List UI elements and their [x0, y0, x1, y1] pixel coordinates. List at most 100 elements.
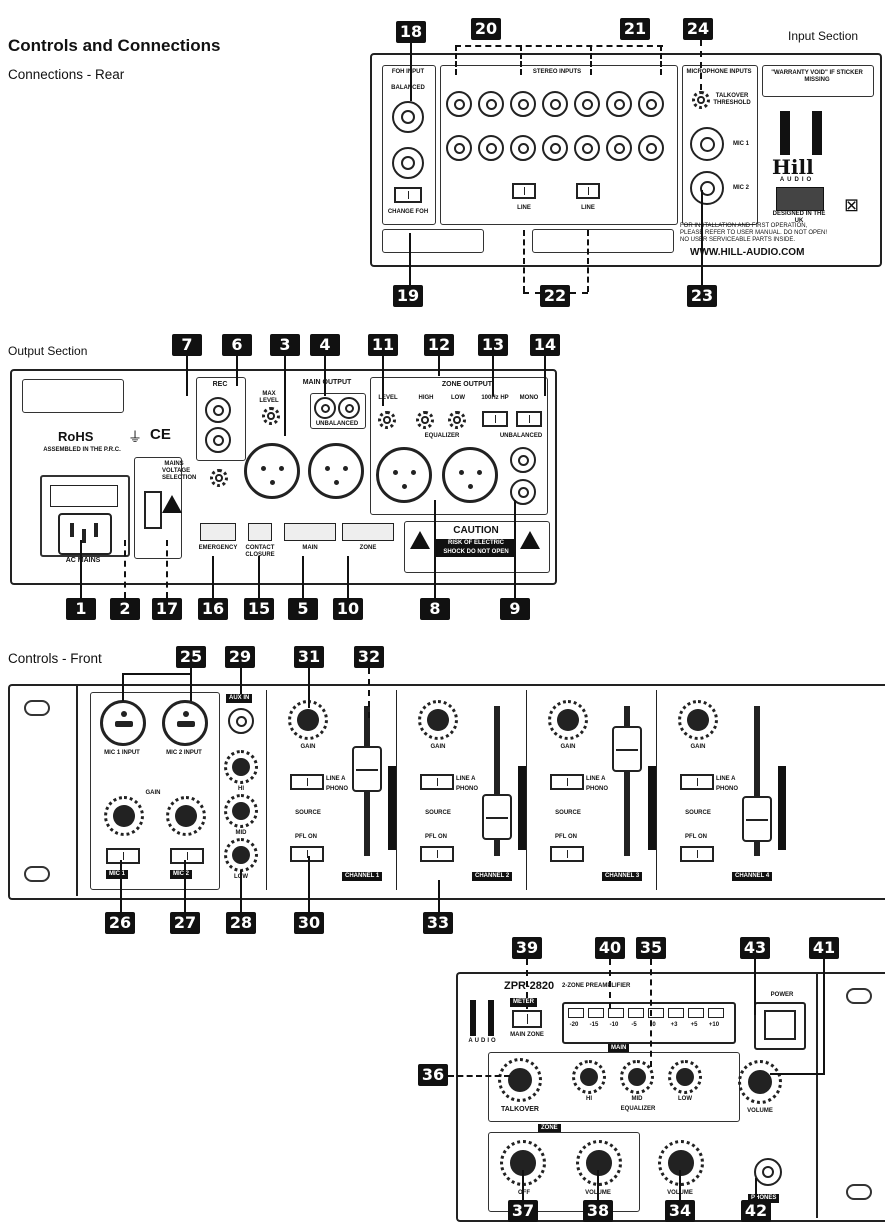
- stereo-rca-jack[interactable]: [510, 91, 536, 117]
- mic1-switch[interactable]: [106, 848, 140, 864]
- channel-pfl-switch[interactable]: [290, 846, 324, 862]
- main-volume-knob[interactable]: [738, 1060, 782, 1104]
- mic1-gain-knob[interactable]: [104, 796, 144, 836]
- channel-fader[interactable]: [742, 796, 772, 842]
- zone-off-label: OFF: [496, 1190, 552, 1197]
- zone-high-knob[interactable]: [416, 411, 434, 429]
- channel-gain-knob[interactable]: [548, 700, 588, 740]
- stereo-rca-jack[interactable]: [446, 135, 472, 161]
- eq-mid-knob[interactable]: [224, 794, 258, 828]
- foh-jack-2[interactable]: [392, 147, 424, 179]
- main-rca-right[interactable]: [338, 397, 360, 419]
- main-eq-low-knob[interactable]: [668, 1060, 702, 1094]
- main-xlr-left[interactable]: [244, 443, 300, 499]
- channel-fader[interactable]: [612, 726, 642, 772]
- main-xlr-right[interactable]: [308, 443, 364, 499]
- contact-terminal[interactable]: [248, 523, 272, 541]
- zone-volume-knob[interactable]: [576, 1140, 622, 1186]
- leader-35: [650, 959, 652, 1067]
- stereo-rca-jack[interactable]: [542, 135, 568, 161]
- stereo-rca-jack[interactable]: [606, 91, 632, 117]
- channel-source-switch[interactable]: [550, 774, 584, 790]
- mono-switch[interactable]: [516, 411, 542, 427]
- channel-source-switch[interactable]: [290, 774, 324, 790]
- stereo-rca-jack[interactable]: [638, 135, 664, 161]
- meter-scale-label: +5: [684, 1022, 704, 1029]
- voltage-switch[interactable]: [144, 491, 162, 529]
- channel-gain-knob[interactable]: [418, 700, 458, 740]
- talkover-knob[interactable]: [498, 1058, 542, 1102]
- stereo-rca-jack[interactable]: [638, 91, 664, 117]
- eq-low-knob[interactable]: [224, 838, 258, 872]
- leader-3: [284, 356, 286, 436]
- channel-source-switch[interactable]: [420, 774, 454, 790]
- max-level-knob[interactable]: [262, 407, 280, 425]
- leader-6: [236, 356, 238, 386]
- zone-xlr-right[interactable]: [442, 447, 498, 503]
- emergency-terminal[interactable]: [200, 523, 236, 541]
- stereo-rca-jack[interactable]: [478, 135, 504, 161]
- eq-mid-label: MID: [224, 830, 258, 837]
- aux-in-jack[interactable]: [228, 708, 254, 734]
- callout-6: 6: [222, 334, 252, 356]
- stereo-rca-jack[interactable]: [510, 135, 536, 161]
- callout-37: 37: [508, 1200, 538, 1222]
- zone-level-knob[interactable]: [378, 411, 396, 429]
- rec-jack-2[interactable]: [205, 427, 231, 453]
- talkover-threshold-knob[interactable]: [692, 91, 710, 109]
- stereo-rca-jack[interactable]: [574, 91, 600, 117]
- eq-hi-knob[interactable]: [224, 750, 258, 784]
- stereo-rca-jack[interactable]: [606, 135, 632, 161]
- rec-jack-1[interactable]: [205, 397, 231, 423]
- mic2-gain-knob[interactable]: [166, 796, 206, 836]
- stereo-inputs-label: STEREO INPUTS: [522, 69, 592, 76]
- channel-pfl-switch[interactable]: [420, 846, 454, 862]
- mic1-input-jack[interactable]: [690, 127, 724, 161]
- channel-gain-knob[interactable]: [678, 700, 718, 740]
- leader-33: [438, 880, 440, 912]
- channel-fader[interactable]: [482, 794, 512, 840]
- pfl-volume-knob[interactable]: [658, 1140, 704, 1186]
- line-switch-b[interactable]: [576, 183, 600, 199]
- mic2-combo-jack[interactable]: [162, 700, 208, 746]
- zone-high-label: HIGH: [414, 395, 438, 402]
- main-eq-hi-knob[interactable]: [572, 1060, 606, 1094]
- change-foh-switch[interactable]: [394, 187, 422, 203]
- main-zone-label: MAIN ZONE: [504, 1032, 550, 1039]
- meter-led: [628, 1008, 644, 1018]
- channel-source-label: SOURCE: [542, 810, 594, 817]
- callout-26: 26: [105, 912, 135, 934]
- hp-filter-switch[interactable]: [482, 411, 508, 427]
- em-level-knob[interactable]: [210, 469, 228, 487]
- channel-source-switch[interactable]: [680, 774, 714, 790]
- zone-low-knob[interactable]: [448, 411, 466, 429]
- zone-rca-1[interactable]: [510, 447, 536, 473]
- mixer-rack-slot-bottom: [846, 1184, 872, 1200]
- leader-22-c: [523, 292, 541, 294]
- stereo-rca-jack[interactable]: [542, 91, 568, 117]
- main-eq-mid-knob[interactable]: [620, 1060, 654, 1094]
- mic1-combo-jack[interactable]: [100, 700, 146, 746]
- zone-xlr-left[interactable]: [376, 447, 432, 503]
- meter-switch[interactable]: [512, 1010, 542, 1028]
- foh-jack-1[interactable]: [392, 101, 424, 133]
- main-terminal[interactable]: [284, 523, 336, 541]
- main-rca-left[interactable]: [314, 397, 336, 419]
- mic2-input-jack[interactable]: [690, 171, 724, 205]
- leader-30: [308, 856, 310, 912]
- channel-fader[interactable]: [352, 746, 382, 792]
- stereo-rca-jack[interactable]: [574, 135, 600, 161]
- leader-12: [438, 356, 440, 376]
- front-panel: MIC 1 INPUT MIC 2 INPUT GAIN MIC 1 MIC 2…: [8, 684, 885, 900]
- stereo-rca-jack[interactable]: [478, 91, 504, 117]
- mic2-switch[interactable]: [170, 848, 204, 864]
- line-switch-a[interactable]: [512, 183, 536, 199]
- zone-terminal[interactable]: [342, 523, 394, 541]
- stereo-rca-jack[interactable]: [446, 91, 472, 117]
- channel-pfl-switch[interactable]: [550, 846, 584, 862]
- channel-pfl-switch[interactable]: [680, 846, 714, 862]
- meter-led: [708, 1008, 724, 1018]
- phones-jack[interactable]: [754, 1158, 782, 1186]
- caution-triangle-right-icon: [520, 531, 540, 549]
- fuse-drawer[interactable]: [50, 485, 118, 507]
